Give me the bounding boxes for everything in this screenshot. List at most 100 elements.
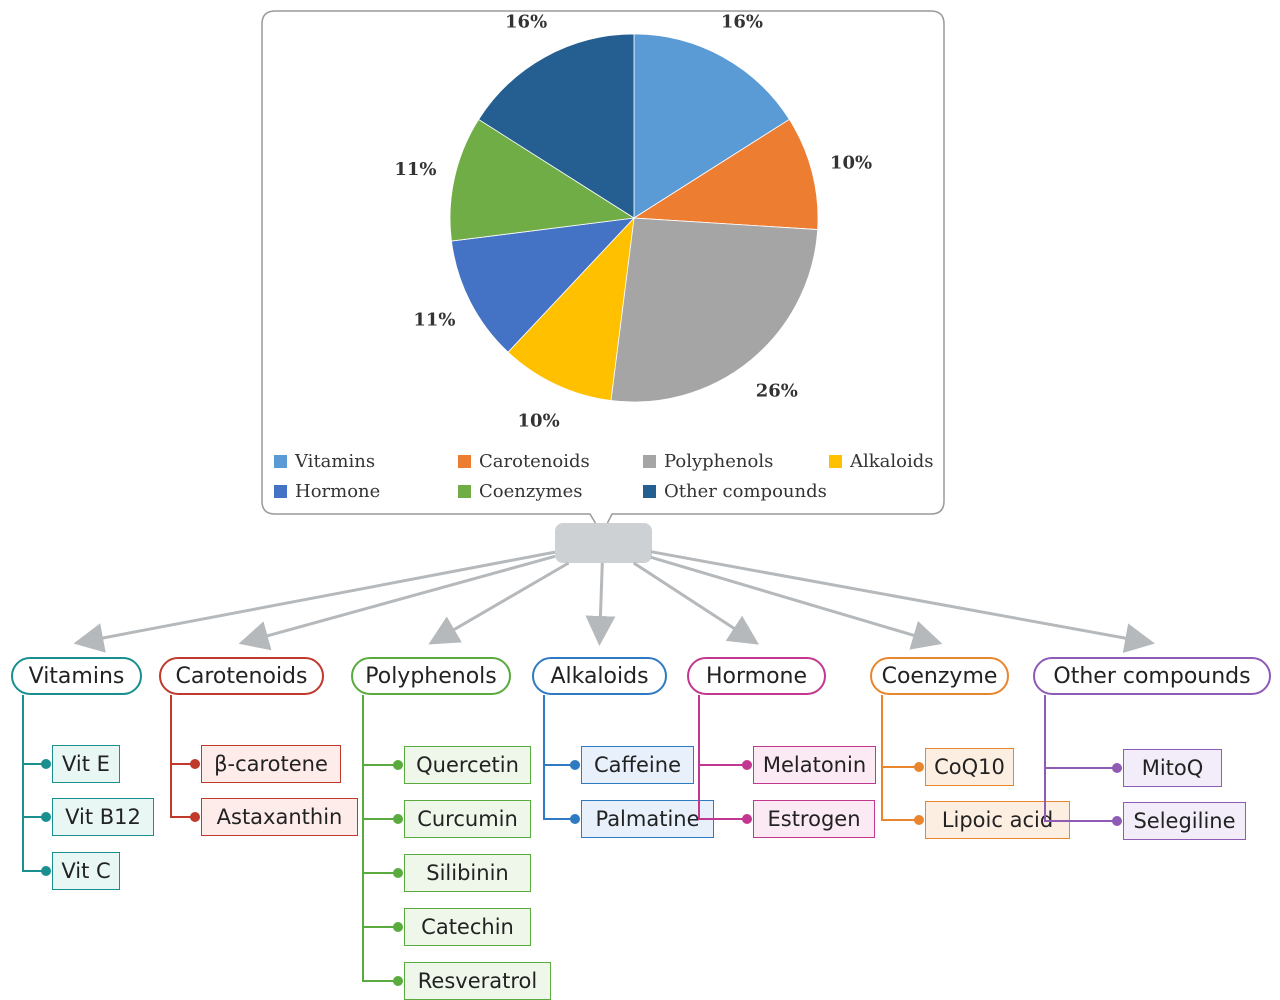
pie-slice-hormone <box>451 217 636 353</box>
compound-astaxanthin: Astaxanthin <box>201 798 358 836</box>
tree-node-dot <box>393 868 403 878</box>
tree-node-dot <box>190 759 200 769</box>
category-polyphenols: Polyphenols <box>351 657 511 695</box>
legend-swatch-polyphenols <box>643 455 656 468</box>
tree-node-dot <box>41 812 51 822</box>
category-vitamins: Vitamins <box>11 657 142 695</box>
category-hormone: Hormone <box>687 657 826 695</box>
tree-branch <box>699 818 747 820</box>
tree-node-dot <box>742 760 752 770</box>
legend-label-other-compounds: Other compounds <box>664 481 827 502</box>
pie-slice-polyphenols <box>610 217 819 403</box>
hub-node <box>555 523 652 563</box>
category-other-compounds: Other compounds <box>1033 657 1271 695</box>
tree-node-dot <box>914 762 924 772</box>
compound-caffeine: Caffeine <box>581 746 694 784</box>
tree-branch <box>544 764 575 766</box>
arrow-to-coenzyme <box>650 555 943 650</box>
slice-label-polyphenols: 26% <box>756 381 798 402</box>
slice-label-vitamins: 16% <box>721 12 763 33</box>
tree-node-dot <box>190 812 200 822</box>
compound-vit-e: Vit E <box>52 745 120 783</box>
compound-catechin: Catechin <box>404 908 531 946</box>
tree-stem-carotenoids <box>170 695 172 818</box>
legend-label-hormone: Hormone <box>295 481 380 502</box>
pie-slice-labels: 16% 10% 26% 10% 11% 11% 16% <box>394 12 872 432</box>
slice-label-alkaloids: 10% <box>518 411 560 432</box>
category-alkaloids: Alkaloids <box>532 657 667 695</box>
tree-branch <box>363 926 398 928</box>
legend-swatch-vitamins <box>274 455 287 468</box>
tree-stem-alkaloids <box>543 695 545 820</box>
compound-melatonin: Melatonin <box>753 746 876 784</box>
pie-slice-other-compounds <box>478 33 635 219</box>
arrow-to-hormone <box>632 561 760 645</box>
tree-stem-coenzyme <box>881 695 883 821</box>
tree-node-dot <box>393 814 403 824</box>
compound-selegiline: Selegiline <box>1123 802 1246 840</box>
tree-branch <box>363 764 398 766</box>
arrow-to-carotenoids <box>238 554 556 651</box>
category-carotenoids: Carotenoids <box>159 657 324 695</box>
compound-mitoq: MitoQ <box>1123 749 1222 787</box>
slice-label-carotenoids: 10% <box>830 152 872 173</box>
tree-node-dot <box>1112 816 1122 826</box>
compound-estrogen: Estrogen <box>753 800 875 838</box>
slice-label-other-compounds: 16% <box>505 12 547 33</box>
tree-branch <box>882 766 919 768</box>
compound-vit-c: Vit C <box>52 852 120 890</box>
pie-slice-coenzymes <box>449 118 636 242</box>
compound-coq10: CoQ10 <box>925 748 1014 786</box>
tree-branch <box>171 763 195 765</box>
pie-slice-vitamins <box>633 33 790 219</box>
tree-node-dot <box>1112 763 1122 773</box>
tree-node-dot <box>393 760 403 770</box>
tree-branch <box>363 818 398 820</box>
compound-palmatine: Palmatine <box>581 800 714 838</box>
legend-label-vitamins: Vitamins <box>294 451 375 472</box>
pie-slice-alkaloids <box>507 216 635 401</box>
compound-quercetin: Quercetin <box>404 746 531 784</box>
tree-branch <box>23 763 46 765</box>
pie-slice-carotenoids <box>632 118 819 230</box>
tree-node-dot <box>393 976 403 986</box>
pie-slices <box>449 33 819 403</box>
compound-carotene: β-carotene <box>201 745 341 783</box>
tree-node-dot <box>570 814 580 824</box>
legend-swatch-other-compounds <box>643 485 656 498</box>
tree-branch <box>363 872 398 874</box>
legend-swatch-alkaloids <box>829 455 842 468</box>
arrow-to-alkaloids <box>585 562 616 646</box>
tree-stem-hormone <box>698 695 700 820</box>
compound-silibinin: Silibinin <box>404 854 531 892</box>
tree-stem-polyphenols <box>362 695 364 982</box>
arrow-to-polyphenols <box>428 561 570 645</box>
tree-branch <box>1045 767 1117 769</box>
tree-branch <box>171 816 195 818</box>
slice-label-hormone: 11% <box>413 310 455 331</box>
tree-node-dot <box>742 814 752 824</box>
tree-branch <box>23 816 46 818</box>
slice-label-coenzymes: 11% <box>394 159 436 180</box>
legend-label-coenzymes: Coenzymes <box>479 481 582 502</box>
tree-stem-other-compounds <box>1044 695 1046 822</box>
tree-node-dot <box>914 815 924 825</box>
legend-label-carotenoids: Carotenoids <box>479 451 590 472</box>
arrow-to-other-compounds <box>650 550 1155 653</box>
compound-resveratrol: Resveratrol <box>404 962 551 1000</box>
legend-label-alkaloids: Alkaloids <box>849 451 934 472</box>
tree-branch <box>544 818 575 820</box>
compound-curcumin: Curcumin <box>404 800 531 838</box>
tree-stem-vitamins <box>22 695 24 872</box>
tree-branch <box>699 764 747 766</box>
tree-node-dot <box>570 760 580 770</box>
category-coenzyme: Coenzyme <box>870 657 1009 695</box>
legend-swatch-hormone <box>274 485 287 498</box>
pie-legend: Vitamins Carotenoids Polyphenols AlkaloidsH… <box>274 451 934 502</box>
tree-branch <box>882 819 919 821</box>
tree-node-dot <box>393 922 403 932</box>
arrow-to-vitamins <box>73 550 556 653</box>
legend-label-polyphenols: Polyphenols <box>664 451 773 472</box>
legend-swatch-carotenoids <box>458 455 471 468</box>
